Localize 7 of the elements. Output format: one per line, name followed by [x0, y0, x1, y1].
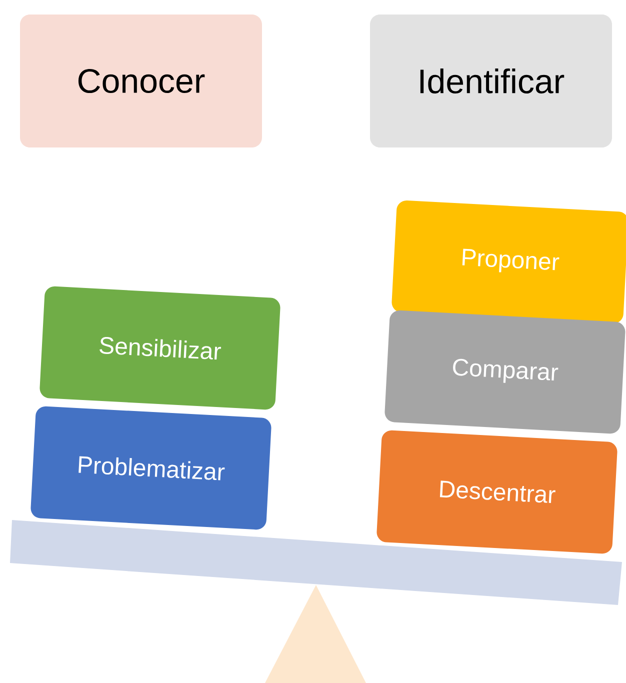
block-box: Proponer: [392, 200, 626, 324]
heading-box: Identificar: [370, 14, 612, 148]
heading-box: Conocer: [20, 14, 262, 148]
block-box: Comparar: [384, 310, 626, 434]
block-box: Sensibilizar: [40, 286, 280, 410]
block-box: Problematizar: [30, 406, 272, 530]
block-box: Descentrar: [376, 430, 618, 554]
